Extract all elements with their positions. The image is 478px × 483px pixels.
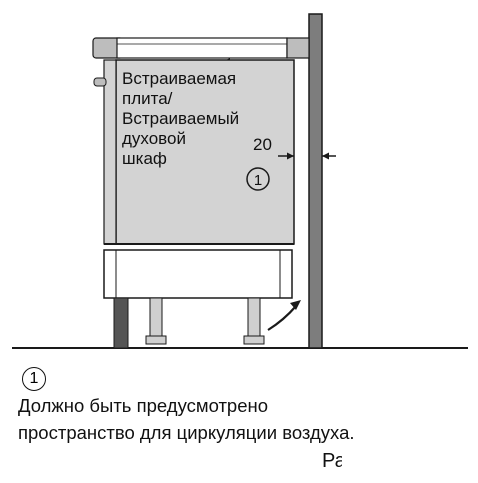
- note-line-2: пространство для циркуляции воздуха.: [18, 422, 355, 443]
- plinth: [113, 297, 129, 349]
- appliance-front-panel: [103, 59, 117, 245]
- leg-front-foot: [145, 335, 167, 345]
- appliance-label-line-3: Встраиваемый: [122, 109, 239, 128]
- appliance-label-line-2: плита/: [122, 89, 173, 108]
- corner-text-fragment: Ра: [322, 450, 342, 472]
- cooktop-glass: [116, 37, 288, 59]
- gap-arrowhead-right: [322, 152, 329, 160]
- appliance-label-line-1: Встраиваемая: [122, 69, 236, 88]
- airflow-arrowhead-curve: [290, 300, 301, 310]
- gap-dimension-label: 20: [253, 135, 272, 154]
- note-line-1: Должно быть предусмотрено: [18, 395, 269, 416]
- note-text: Должно быть предусмотрено пространство д…: [18, 392, 355, 446]
- appliance-label-line-4: духовой: [122, 129, 186, 148]
- gap-arrowhead-left: [287, 152, 294, 160]
- note-marker: 1: [22, 367, 46, 391]
- airflow-arrow-curve: [267, 305, 297, 331]
- marker-circle: [246, 167, 270, 191]
- appliance-label-line-5: шкаф: [122, 149, 167, 168]
- drawer-unit: [103, 249, 293, 299]
- leg-front: [149, 297, 163, 339]
- leg-back: [247, 297, 261, 339]
- worktop-right: [286, 37, 310, 59]
- marker-number: 1: [254, 172, 262, 189]
- side-wall: [308, 13, 323, 349]
- appliance-body: [115, 59, 295, 245]
- knob: [93, 77, 107, 87]
- leg-back-foot: [243, 335, 265, 345]
